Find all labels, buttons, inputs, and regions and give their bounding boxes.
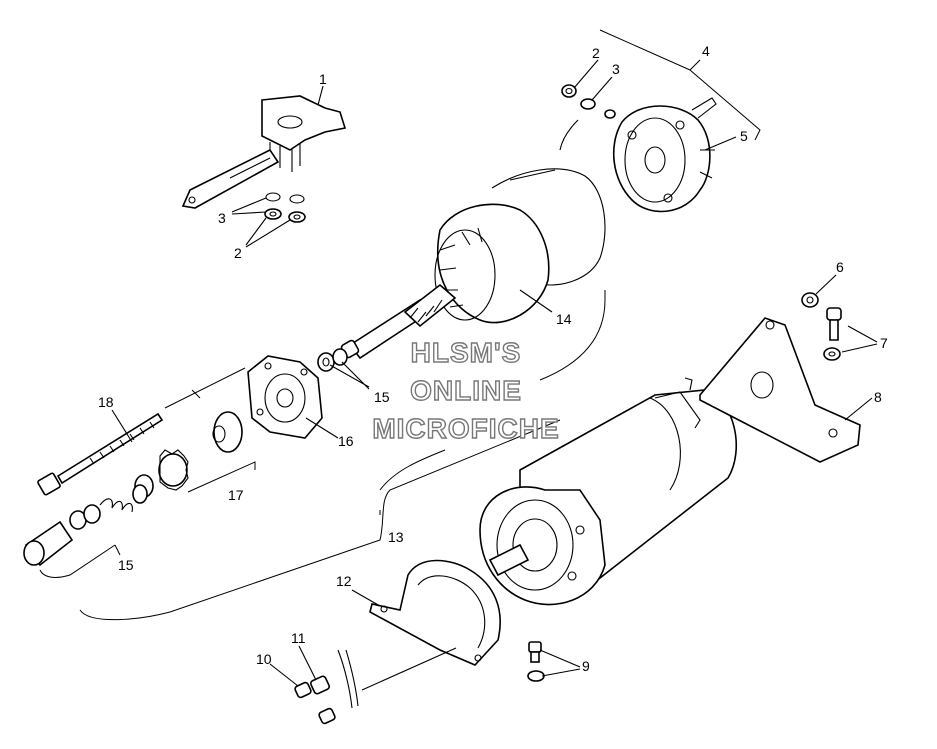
washers-2-3-upper-left [264,192,306,223]
callout-2-left: 2 [234,245,242,261]
callout-8: 8 [874,389,882,405]
callout-16: 16 [338,433,354,449]
part-16-end-plate [247,355,323,439]
parts-9-10-11-fasteners [294,641,545,725]
callout-1: 1 [319,71,327,87]
part-15-bushings [317,348,348,372]
part-5-end-cap [612,97,717,213]
watermark-line-2: ONLINE [410,375,522,406]
part-18-through-bolt [37,412,164,496]
part-12-shield-bracket [369,559,501,666]
callout-13: 13 [388,529,404,545]
callout-10: 10 [256,651,272,667]
part-1-terminal-bracket [181,95,347,209]
callout-4: 4 [702,43,710,59]
starter-motor-body [479,377,737,606]
part-15-drive-assembly-lower [23,484,148,567]
grouping-lines [39,29,761,621]
callout-6: 6 [836,259,844,275]
callout-18: 18 [98,394,114,410]
parts-6-7-fasteners [801,292,842,361]
callout-9: 9 [582,658,590,674]
callout-7: 7 [880,335,888,351]
callout-3-upper: 3 [612,61,620,77]
callout-5: 5 [740,128,748,144]
callout-3-left: 3 [218,210,226,226]
part-17-drive-parts [134,411,243,498]
part-14-armature [340,168,606,360]
watermark-line-1: HLSM'S [411,337,522,368]
callout-2-upper: 2 [592,45,600,61]
leader-lines [111,59,878,691]
watermark-line-3: MICROFICHE [372,413,559,444]
callout-12: 12 [336,573,352,589]
callout-14: 14 [556,311,572,327]
callout-labels: 1 2 3 4 5 3 2 14 6 7 8 18 15 16 17 13 15… [98,43,888,674]
callout-17: 17 [228,487,244,503]
callout-11: 11 [291,630,306,646]
nut-washer-2-3-upper-right [559,84,616,151]
callout-15-lower: 15 [118,557,134,573]
watermark: HLSM'S ONLINE MICROFICHE [372,336,560,444]
part-8-mounting-bracket [699,317,861,463]
callout-15-upper: 15 [374,389,390,405]
